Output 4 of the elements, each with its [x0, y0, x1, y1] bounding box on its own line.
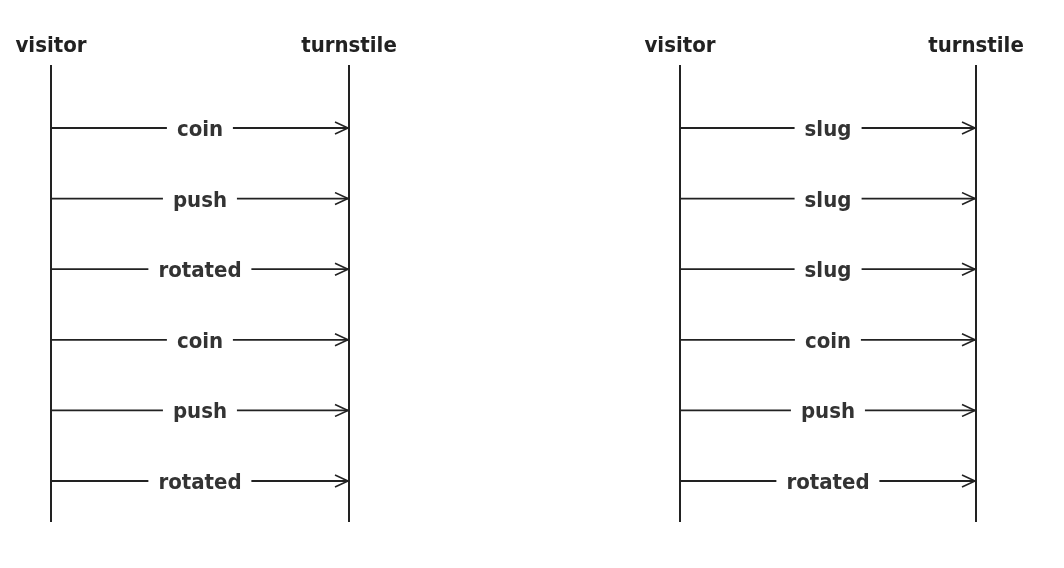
participant-label: turnstile	[928, 32, 1024, 57]
participant-label: visitor	[15, 32, 87, 57]
participant-label: turnstile	[301, 32, 397, 57]
participant-label: visitor	[644, 32, 716, 57]
